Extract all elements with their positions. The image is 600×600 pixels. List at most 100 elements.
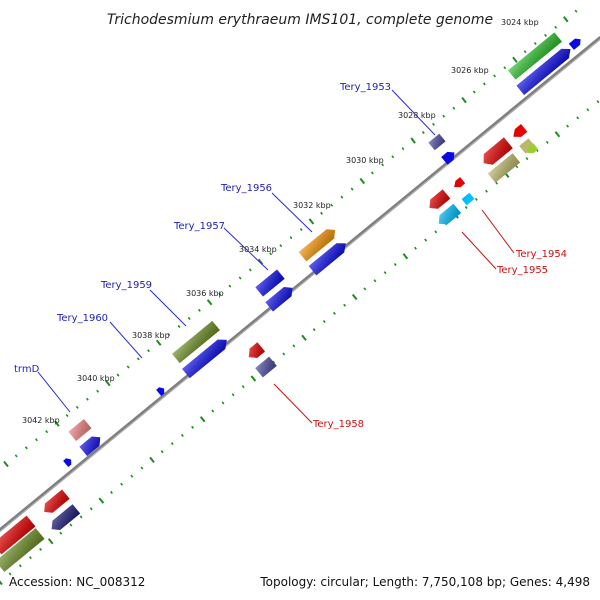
gene-small-blue-left[interactable] (63, 456, 73, 467)
tick-minor (544, 33, 547, 37)
tick-minor (39, 547, 43, 551)
tick-minor (269, 252, 273, 256)
tick-minor (545, 140, 549, 144)
label-tery-1959[interactable]: Tery_1959 (100, 280, 152, 291)
gene-tery-1957[interactable] (255, 269, 285, 297)
tick-major (0, 580, 3, 586)
tick-minor (18, 564, 22, 568)
tick-minor (180, 433, 184, 437)
tick-minor (28, 556, 32, 560)
tick-major (410, 137, 416, 144)
tick-minor (89, 507, 93, 511)
tick-minor (177, 324, 181, 329)
leader-tery-1954 (481, 209, 515, 254)
gene-tery-1959-blue[interactable] (182, 335, 231, 379)
tick-minor (432, 122, 435, 126)
tick-minor (401, 147, 405, 151)
gene-tery-1955[interactable] (435, 203, 462, 229)
tick-minor (8, 572, 12, 576)
label-tery-1954[interactable]: Tery_1954 (515, 249, 567, 260)
tick-minor (464, 206, 468, 209)
tick-minor (218, 292, 222, 296)
tick-minor (228, 284, 232, 288)
gene-tery-1960[interactable] (156, 385, 166, 396)
tick-minor (282, 352, 286, 356)
tick-major (402, 253, 409, 260)
tick-minor (381, 163, 385, 167)
tick-minor (576, 116, 580, 120)
gene-reverse-lime[interactable] (525, 143, 539, 156)
tick-minor (393, 262, 397, 267)
gene-tery-1958-red[interactable] (245, 342, 265, 361)
label-tery-1957[interactable]: Tery_1957 (173, 221, 225, 232)
tick-minor (79, 515, 83, 519)
label-tery-1956[interactable]: Tery_1956 (220, 183, 272, 194)
tick-minor (299, 228, 303, 231)
gene-trmd-blue[interactable] (79, 433, 104, 456)
tick-minor (292, 344, 296, 348)
gene-tery-1959[interactable] (172, 320, 220, 364)
tick-minor (187, 316, 191, 320)
label-tery-1958[interactable]: Tery_1958 (312, 419, 364, 430)
tick-minor (279, 244, 283, 248)
tick-major (301, 334, 307, 341)
label-tery-1953[interactable]: Tery_1953 (339, 82, 391, 93)
gene-tery-1958[interactable] (255, 356, 277, 378)
label-trmd[interactable]: trmD (14, 364, 40, 375)
label-tery-1955[interactable]: Tery_1955 (496, 265, 548, 276)
gene-left-red-top[interactable] (0, 515, 36, 555)
tick-minor (160, 450, 164, 454)
accession-text: Accession: NC_008312 (9, 575, 145, 589)
tick-minor (197, 308, 201, 312)
tick-minor (65, 414, 69, 417)
tick-minor (75, 405, 79, 409)
tick-minor (421, 130, 425, 134)
tick-minor (312, 328, 316, 332)
gene-tery-1953[interactable] (428, 133, 446, 151)
tick-minor (340, 195, 344, 199)
gene-tery-1954-red[interactable] (426, 189, 451, 212)
gene-tery-1956-blue[interactable] (308, 239, 350, 276)
gene-left-olive[interactable] (0, 528, 45, 572)
gene-reverse-left-navy[interactable] (48, 504, 81, 534)
gene-reverse-left-red[interactable] (40, 489, 70, 516)
tick-minor (289, 236, 293, 240)
tick-minor (485, 189, 488, 193)
gene-tery-1955-small[interactable] (461, 192, 475, 206)
tick-major (308, 218, 315, 225)
gene-labels: Tery_1953 Tery_1956 Tery_1957 Tery_1959 … (14, 82, 567, 430)
tick-minor (525, 157, 529, 161)
tick-major (461, 96, 467, 104)
gene-tery-1953-blue[interactable] (441, 149, 457, 165)
tick-major (563, 16, 569, 23)
tick-minor (370, 171, 374, 175)
gene-trmd[interactable] (68, 419, 92, 441)
tick-minor (434, 230, 438, 234)
tick-minor (391, 155, 395, 159)
kbp-labels: 3024 kbp 3026 kbp 3028 kbp 3030 kbp 3032… (22, 18, 539, 425)
gene-tery-1954[interactable] (452, 177, 466, 190)
gene-reverse-khaki-big[interactable] (487, 153, 521, 183)
tick-minor (350, 187, 354, 191)
leader-tery-1957 (223, 227, 269, 271)
gene-reverse-khaki[interactable] (519, 138, 535, 154)
gene-reverse-red-big[interactable] (479, 137, 513, 168)
gene-reverse-red-top[interactable] (510, 124, 528, 141)
kbp-label: 3038 kbp (132, 331, 170, 340)
tick-minor (566, 124, 570, 128)
tick-minor (69, 523, 73, 527)
tick-minor (85, 397, 89, 401)
gene-tery-1956[interactable] (298, 225, 339, 262)
genome-summary-text: Topology: circular; Length: 7,750,108 bp… (259, 575, 590, 589)
gene-3024-green[interactable] (508, 32, 562, 80)
gene-3026-blue[interactable] (516, 44, 574, 95)
tick-minor (383, 271, 387, 275)
gene-3024-blue-small[interactable] (568, 36, 583, 50)
label-tery-1960[interactable]: Tery_1960 (56, 313, 108, 324)
tick-minor (474, 197, 478, 201)
kbp-label: 3026 kbp (451, 66, 489, 75)
forward-genes (0, 32, 583, 572)
tick-minor (363, 287, 367, 291)
gene-tery-1957-b[interactable] (265, 283, 296, 312)
